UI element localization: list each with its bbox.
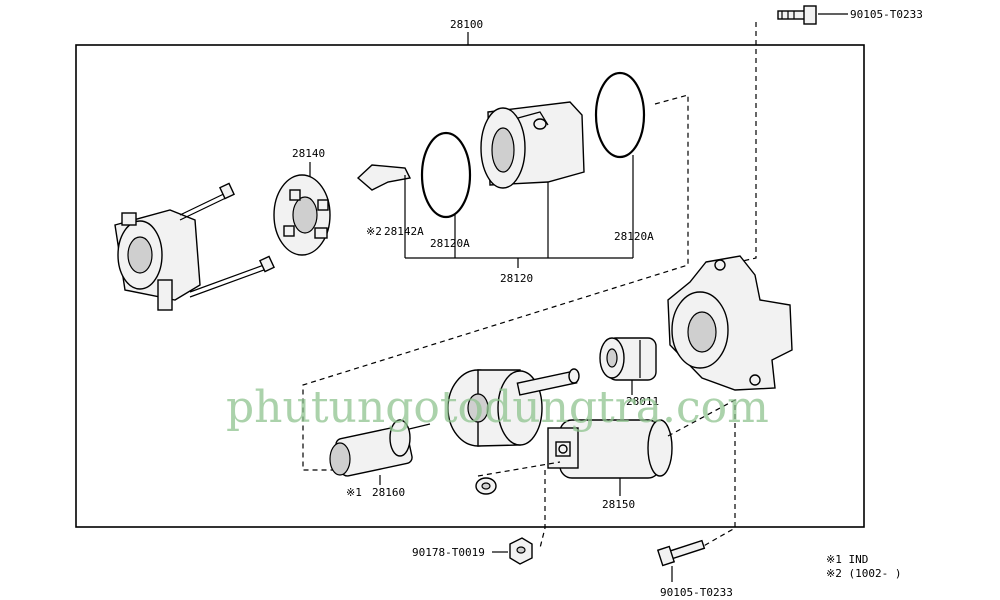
bolt-top	[777, 5, 817, 25]
nut	[509, 537, 533, 565]
label-28120a-right: 28120A	[614, 230, 654, 243]
bolt-bottom	[656, 539, 706, 567]
armature	[329, 419, 431, 477]
yoke	[480, 101, 585, 189]
note-1: ※1 IND	[826, 553, 868, 566]
drive-housing	[667, 255, 793, 391]
plate-note-mark: ※2	[366, 225, 382, 238]
plate	[356, 164, 412, 191]
brush-holder	[273, 174, 331, 256]
label-28142a: 28142A	[384, 225, 424, 238]
note-2: ※2 (1002- )	[826, 567, 901, 580]
label-28011: 28011	[626, 395, 659, 408]
clutch-pinion	[599, 337, 657, 381]
armature-note-mark: ※1	[346, 486, 362, 499]
end-cover	[114, 182, 275, 311]
label-bolt-top: 90105-T0233	[850, 8, 923, 21]
label-bolt-bottom: 90105-T0233	[660, 586, 733, 599]
label-28150: 28150	[602, 498, 635, 511]
label-28140: 28140	[292, 147, 325, 160]
assembly-frame	[75, 44, 865, 528]
watermark: phutungotodungtra.com	[226, 382, 769, 433]
gear-unit	[447, 368, 580, 447]
label-28120a-left: 28120A	[430, 237, 470, 250]
oring-right	[594, 71, 646, 159]
label-nut: 90178-T0019	[412, 546, 485, 559]
label-28120: 28120	[500, 272, 533, 285]
label-28160: 28160	[372, 486, 405, 499]
oring-left	[420, 131, 472, 219]
solenoid	[547, 419, 673, 479]
label-28100: 28100	[450, 18, 483, 31]
